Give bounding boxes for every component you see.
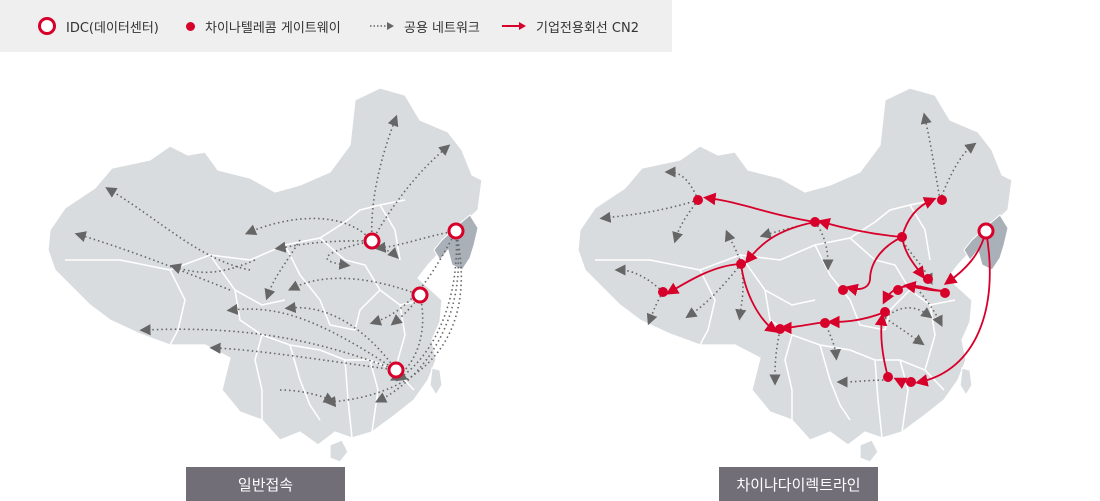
gateway-node — [893, 285, 903, 295]
route — [284, 301, 397, 371]
legend-cn2-label: 기업전용회선 CN2 — [536, 20, 639, 36]
idc-node — [977, 222, 995, 240]
general-connection-map — [0, 60, 520, 464]
legend-idc-label: IDC(데이터센터) — [66, 20, 159, 36]
route — [370, 114, 399, 242]
route — [845, 236, 903, 296]
legend-gateway: 차이나텔레콤 게이트웨이 — [186, 0, 341, 52]
route — [105, 187, 251, 271]
route — [287, 277, 421, 296]
direct-line-map — [530, 60, 1050, 464]
idc-ring-icon — [38, 17, 56, 35]
route — [824, 321, 842, 361]
route — [874, 312, 889, 378]
route — [901, 197, 937, 238]
gateway-dot-icon — [186, 21, 195, 31]
route — [279, 389, 336, 403]
idc-node — [447, 222, 465, 240]
public-network-routes — [74, 114, 462, 408]
route — [915, 230, 991, 387]
legend-gateway-label: 차이나텔레콤 게이트웨이 — [205, 20, 341, 36]
idc-node — [387, 361, 405, 379]
route — [395, 230, 458, 382]
route — [614, 264, 664, 293]
route — [74, 231, 231, 291]
red-arrow-icon — [502, 22, 526, 30]
dotted-arrow-icon — [370, 22, 394, 30]
idc-node — [363, 232, 381, 250]
route — [685, 263, 742, 319]
gateway-node — [736, 259, 746, 269]
route — [884, 317, 925, 346]
legend-public-label: 공용 네트워크 — [404, 20, 480, 36]
gateway-node — [693, 195, 703, 205]
gateway-nodes — [658, 195, 950, 387]
route — [139, 324, 397, 371]
route — [374, 230, 460, 403]
gateway-node — [658, 287, 668, 297]
direct-line-label: 차이나다이렉트라인 — [719, 467, 878, 501]
route — [390, 294, 421, 326]
route — [744, 221, 816, 264]
route — [740, 263, 779, 333]
legend-idc: IDC(데이터센터) — [38, 0, 159, 52]
route — [599, 199, 699, 223]
legend: IDC(데이터센터) 차이나텔레콤 게이트웨이 공용 네트워크 기업전용회선 C… — [0, 0, 672, 52]
route — [920, 112, 941, 201]
route — [702, 192, 816, 223]
idc-nodes — [363, 222, 465, 379]
general-connection-label: 일반접속 — [186, 467, 345, 501]
route — [672, 199, 699, 244]
gateway-node — [880, 307, 890, 317]
route — [274, 240, 373, 253]
gateway-node — [940, 288, 950, 298]
route — [665, 263, 742, 295]
gateway-node — [810, 217, 820, 227]
route — [939, 142, 977, 201]
idc-node — [411, 286, 429, 304]
route — [371, 144, 451, 242]
gateway-node — [937, 195, 947, 205]
gateway-node — [897, 232, 907, 242]
legend-cn2: 기업전용회선 CN2 — [502, 0, 639, 52]
gateway-node — [820, 318, 830, 328]
gateway-node — [883, 372, 893, 382]
china-map-shape — [47, 87, 483, 463]
gateway-node — [775, 324, 785, 334]
route — [817, 218, 903, 238]
route — [646, 291, 664, 326]
gateway-node — [923, 274, 933, 284]
route — [664, 166, 699, 201]
route — [759, 221, 816, 239]
legend-public: 공용 네트워크 — [370, 0, 480, 52]
route — [369, 230, 457, 326]
gateway-node — [838, 285, 848, 295]
route — [169, 259, 256, 275]
gateway-node — [906, 377, 916, 387]
route — [814, 221, 834, 271]
route — [769, 329, 781, 386]
china-map-shape — [577, 87, 1013, 463]
